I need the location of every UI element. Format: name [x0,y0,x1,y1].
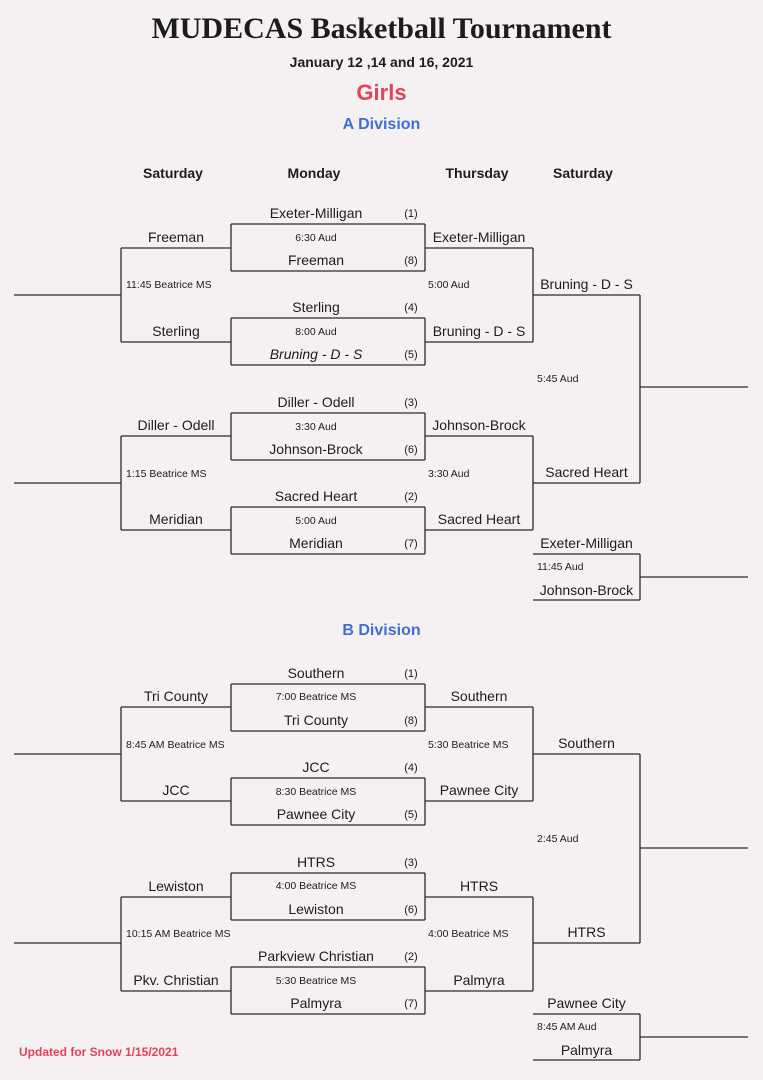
b-semi-g2-time: 4:00 Beatrice MS [428,928,509,940]
a-division-label: A Division [342,116,421,133]
a-final-team-top: Bruning - D - S [540,276,633,292]
b-r1-g3-seed-top: (3) [404,857,418,869]
b-r1-g2-seed-bottom: (5) [404,809,418,821]
a-semi-g2-time: 3:30 Aud [428,468,470,480]
a-r1-g3-team-top: Diller - Odell [277,394,355,410]
a-r1-g2-team-bottom: Bruning - D - S [269,346,363,362]
b-r1-g3-time: 4:00 Beatrice MS [275,880,357,892]
day-header-saturday-1: Saturday [143,165,203,181]
b-r1-g2-time: 8:30 Beatrice MS [275,786,357,798]
a-r1-g3-time: 3:30 Aud [295,421,337,433]
a-cons-g2-team-top: Diller - Odell [137,417,215,433]
b-r1-g4-team-bottom: Palmyra [290,995,342,1011]
b-final-team-bottom: HTRS [567,924,606,940]
a-r1-g1-team-bottom: Freeman [287,252,345,268]
b-division-label: B Division [342,622,421,639]
gender-label: Girls [356,80,407,105]
b-r1-g3-team-top: HTRS [296,854,336,870]
a-cons-g2-time: 1:15 Beatrice MS [126,468,207,480]
b-semi-g1-team-top: Southern [450,688,508,704]
a-r1-g4-seed-top: (2) [404,491,418,503]
a-r1-g2-seed-bottom: (5) [404,349,418,361]
b-r1-g1-team-bottom: Tri County [283,712,349,728]
a-final-team-bottom: Sacred Heart [545,464,628,480]
b-cons-g2-team-top: Lewiston [148,878,204,894]
b-r1-g4-team-top: Parkview Christian [258,948,374,964]
b-r1-g4-seed-top: (2) [404,951,418,963]
a-r1-g2-seed-top: (4) [404,302,418,314]
b-r1-g1-seed-top: (1) [404,668,418,680]
a-r1-g2-time: 8:00 Aud [295,326,337,338]
b-final-time: 2:45 Aud [537,833,579,845]
b-cons-g2-team-bottom: Pkv. Christian [133,972,219,988]
day-header-saturday-2: Saturday [553,165,613,181]
a-cons-g1-team-bottom: Sterling [152,323,200,339]
b-r1-g2-seed-top: (4) [404,762,418,774]
b-final-team-top: Southern [558,735,615,751]
b-r1-g1-team-top: Southern [287,665,345,681]
b-semi-g1-team-bottom: Pawnee City [439,782,519,798]
b-cons-g1-team-bottom: JCC [162,782,190,798]
b-cons-g1-team-top: Tri County [143,688,209,704]
b-r1-g3-team-bottom: Lewiston [288,901,344,917]
b-r1-g3-seed-bottom: (6) [404,904,418,916]
b-semi-g2-team-bottom: Palmyra [453,972,505,988]
a-cons-g2-team-bottom: Meridian [149,511,203,527]
b-r1-g1-seed-bottom: (8) [404,715,418,727]
a-semi-g1-time: 5:00 Aud [428,279,470,291]
tournament-dates: January 12 ,14 and 16, 2021 [289,54,474,70]
a-division-lines [14,223,748,601]
b-semi-g2-team-top: HTRS [459,878,499,894]
b-division-lines [14,683,748,1061]
b-cons-g2-time: 10:15 AM Beatrice MS [126,928,231,940]
a-r1-g4-time: 5:00 Aud [295,515,337,527]
a-third-time: 11:45 Aud [537,561,584,573]
day-header-thursday: Thursday [445,165,509,181]
a-r1-g1-team-top: Exeter-Milligan [269,205,363,221]
b-semi-g1-time: 5:30 Beatrice MS [428,739,509,751]
a-semi-g1-team-top: Exeter-Milligan [432,229,526,245]
a-r1-g4-team-bottom: Meridian [289,535,343,551]
b-r1-g4-seed-bottom: (7) [404,998,418,1010]
b-cons-g1-time: 8:45 AM Beatrice MS [126,739,225,751]
b-r1-g1-time: 7:00 Beatrice MS [275,691,357,703]
a-r1-g4-team-top: Sacred Heart [274,488,358,504]
b-third-team-bottom: Palmyra [560,1042,613,1058]
b-r1-g2-team-top: JCC [302,759,330,775]
a-r1-g1-seed-bottom: (8) [404,255,418,267]
b-third-team-top: Pawnee City [547,995,626,1011]
b-r1-g4-time: 5:30 Beatrice MS [275,975,357,987]
a-cons-g1-team-top: Freeman [147,229,205,245]
a-r1-g3-seed-bottom: (6) [404,444,418,456]
a-r1-g1-time: 6:30 Aud [295,232,337,244]
updated-note: Updated for Snow 1/15/2021 [19,1045,179,1059]
a-semi-g2-team-bottom: Sacred Heart [437,511,521,527]
a-third-team-top: Exeter-Milligan [540,535,633,551]
a-r1-g2-team-top: Sterling [292,299,340,315]
b-third-time: 8:45 AM Aud [537,1021,597,1033]
a-r1-g4-seed-bottom: (7) [404,538,418,550]
a-third-team-bottom: Johnson-Brock [539,582,634,598]
a-final-time: 5:45 Aud [537,373,579,385]
a-semi-g2-team-top: Johnson-Brock [432,417,526,433]
b-r1-g2-team-bottom: Pawnee City [276,806,356,822]
a-r1-g3-seed-top: (3) [404,397,418,409]
a-semi-g1-team-bottom: Bruning - D - S [432,323,526,339]
a-cons-g1-time: 11:45 Beatrice MS [126,279,212,291]
page-title: MUDECAS Basketball Tournament [151,12,612,45]
a-r1-g3-team-bottom: Johnson-Brock [269,441,363,457]
a-r1-g1-seed-top: (1) [404,208,418,220]
day-header-monday: Monday [287,165,341,181]
